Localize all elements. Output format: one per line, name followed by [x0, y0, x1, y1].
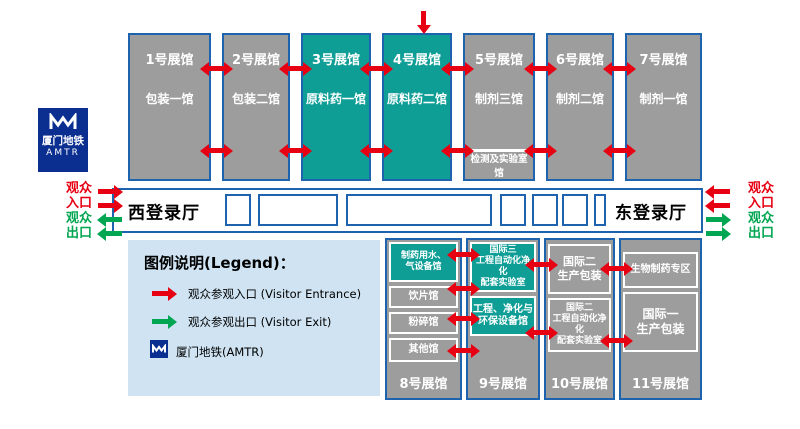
hall-gap-entrance-arrow: [450, 66, 465, 71]
hall-gap-entrance-arrow: [456, 348, 471, 353]
corridor-booth: [562, 194, 588, 226]
visitor-exit-arrow: [706, 217, 722, 222]
hall-3-subtitle: 原料药一馆: [305, 92, 366, 106]
visitor-exit-arrow: [106, 217, 122, 222]
visitor-entrance-arrow: [98, 189, 114, 194]
visitor-exit-arrow: [106, 231, 122, 236]
hall-7-name: 7号展馆: [639, 53, 688, 68]
hall-gap-entrance-arrow: [612, 148, 627, 153]
legend-metro-label: 厦门地铁(AMTR): [176, 345, 264, 359]
hall-1: 1号展馆 包装一馆: [128, 33, 211, 181]
corridor-booth: [258, 194, 338, 226]
hall-5: 5号展馆 制剂三馆 检测及实验室馆: [463, 33, 535, 181]
hall-5-subtitle: 制剂三馆: [474, 92, 523, 106]
legend-box: 图例说明(Legend)： 观众参观入口 (Visitor Entrance) …: [128, 240, 380, 396]
hall-7: 7号展馆 制剂一馆: [625, 33, 702, 181]
left-visitor-entrance-label: 观众 入口: [65, 181, 92, 211]
metro-logo-icon: [49, 113, 77, 129]
corridor-booth: [500, 194, 526, 226]
hall-gap-entrance-arrow: [209, 66, 224, 71]
hall-10-label: 10号展馆: [550, 377, 609, 392]
hall-4: 4号展馆 原料药二馆: [382, 33, 452, 181]
legend-title: 图例说明(Legend)：: [144, 254, 295, 272]
left-visitor-exit-label: 观众 出口: [65, 211, 92, 241]
hall-11: 生物制药专区 国际一 生产包装 11号展馆: [619, 238, 702, 400]
hall-gap-entrance-arrow: [288, 148, 303, 153]
hall-1-name: 1号展馆: [145, 53, 194, 68]
hall-6-name: 6号展馆: [555, 53, 605, 68]
hall-gap-entrance-arrow: [288, 66, 303, 71]
hall-3-name: 3号展馆: [311, 53, 361, 68]
hall-7-subtitle: 制剂一馆: [639, 92, 688, 106]
legend-exit-arrow-icon: [152, 319, 168, 324]
hall-6: 6号展馆 制剂二馆: [546, 33, 614, 181]
legend-exit-label: 观众参观出口 (Visitor Exit): [188, 315, 332, 329]
hall-gap-entrance-arrow: [369, 148, 384, 153]
hall-1-subtitle: 包装一馆: [145, 92, 194, 106]
visitor-entrance-arrow: [98, 203, 114, 208]
corridor-booth: [532, 194, 558, 226]
hall-gap-entrance-arrow: [456, 286, 471, 291]
corridor-booth: [346, 194, 492, 226]
hall-gap-entrance-arrow: [456, 316, 471, 321]
hall-gap-entrance-arrow: [456, 252, 471, 257]
hall-2-subtitle: 包装二馆: [231, 92, 280, 106]
visitor-entrance-arrow: [714, 189, 730, 194]
visitor-entrance-arrow: [714, 203, 730, 208]
hall-9-label: 9号展馆: [478, 377, 528, 392]
hall-gap-entrance-arrow: [534, 330, 549, 335]
hall-gap-entrance-arrow: [612, 66, 627, 71]
visitor-exit-arrow: [706, 231, 722, 236]
hall-gap-entrance-arrow: [533, 66, 548, 71]
hall-gap-entrance-arrow: [533, 148, 548, 153]
east-registration-hall-label: 东登录厅: [615, 203, 687, 223]
hall-2-name: 2号展馆: [231, 53, 281, 68]
legend-metro-icon: [150, 340, 168, 358]
hall-gap-entrance-arrow: [209, 148, 224, 153]
right-visitor-exit-label: 观众 出口: [747, 211, 774, 241]
hall-4-name: 4号展馆: [392, 53, 442, 68]
hall-gap-entrance-arrow: [534, 262, 549, 267]
hall-6-subtitle: 制剂二馆: [555, 92, 604, 106]
hall-11-label: 11号展馆: [631, 377, 690, 392]
metro-badge: 厦门地铁 AMTR: [38, 108, 88, 172]
hall-3: 3号展馆 原料药一馆: [301, 33, 371, 181]
hall-8-label: 8号展馆: [399, 377, 448, 392]
hall-5-name: 5号展馆: [474, 53, 524, 68]
metro-logo-icon: [152, 344, 166, 353]
west-registration-hall-label: 西登录厅: [128, 203, 200, 223]
hall-gap-entrance-arrow: [450, 148, 465, 153]
hall-4-subtitle: 原料药二馆: [386, 92, 447, 106]
right-visitor-entrance-label: 观众 入口: [747, 181, 774, 211]
hall-gap-entrance-arrow: [609, 266, 624, 271]
hall-gap-entrance-arrow: [369, 66, 384, 71]
legend-entrance-arrow-icon: [152, 291, 168, 296]
corridor-booth: [594, 194, 606, 226]
hall-2: 2号展馆 包装二馆: [222, 33, 290, 181]
hall4-top-entrance-arrow: [421, 11, 426, 25]
metro-badge-abbr: AMTR: [46, 148, 80, 158]
metro-badge-name: 厦门地铁: [42, 135, 84, 147]
hall-gap-entrance-arrow: [609, 338, 624, 343]
legend-entrance-label: 观众参观入口 (Visitor Entrance): [188, 287, 362, 301]
corridor-booth: [225, 194, 251, 226]
registration-corridor: 西登录厅 东登录厅: [112, 188, 703, 233]
hall-11-room-2: 国际一 生产包装: [623, 292, 698, 352]
